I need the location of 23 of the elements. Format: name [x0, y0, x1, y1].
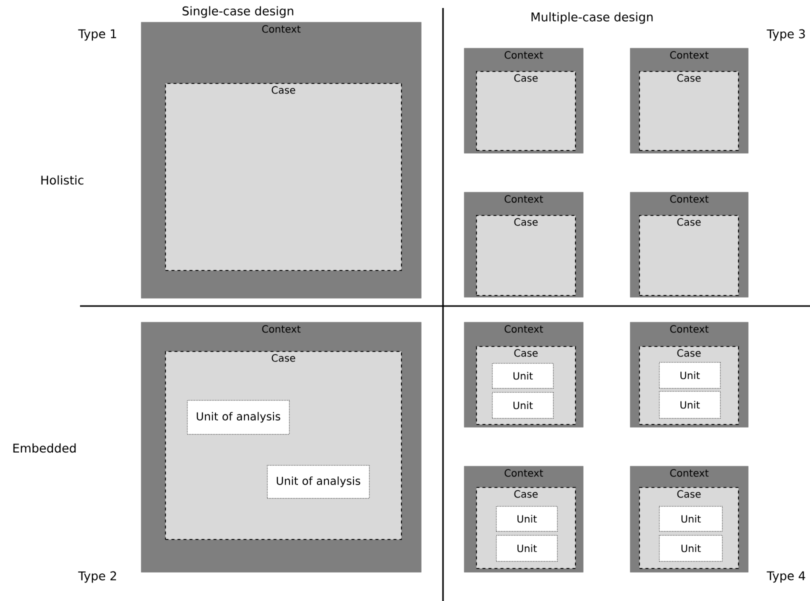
axis-label: Holistic: [41, 175, 84, 185]
axis-label: Type 2: [78, 571, 116, 583]
axis-label: Multiple-case design: [532, 12, 653, 24]
unit-box: Unit: [659, 535, 723, 562]
case-box: Case: [165, 83, 402, 271]
unit-box: Unit: [492, 392, 554, 419]
unit-box: Unit: [492, 363, 554, 389]
axis-label: Type 1: [78, 29, 116, 41]
axis-label: Type 4: [766, 571, 806, 583]
axis-label: Type 3: [766, 29, 805, 41]
unit-box: Unit: [496, 535, 558, 562]
case-box: Case: [476, 71, 576, 151]
unit-box: Unit of analysis: [187, 400, 290, 435]
axis-label: Single-case design: [182, 6, 294, 18]
case-box: Case: [639, 71, 739, 151]
axis-label: Embedded: [13, 443, 76, 453]
unit-box: Unit of analysis: [267, 465, 370, 499]
unit-box: Unit: [496, 506, 558, 532]
unit-box: Unit: [659, 506, 723, 532]
case-box: Case: [476, 215, 576, 296]
case-box: Case: [639, 215, 739, 296]
unit-box: Unit: [659, 391, 721, 419]
unit-box: Unit: [659, 362, 721, 389]
